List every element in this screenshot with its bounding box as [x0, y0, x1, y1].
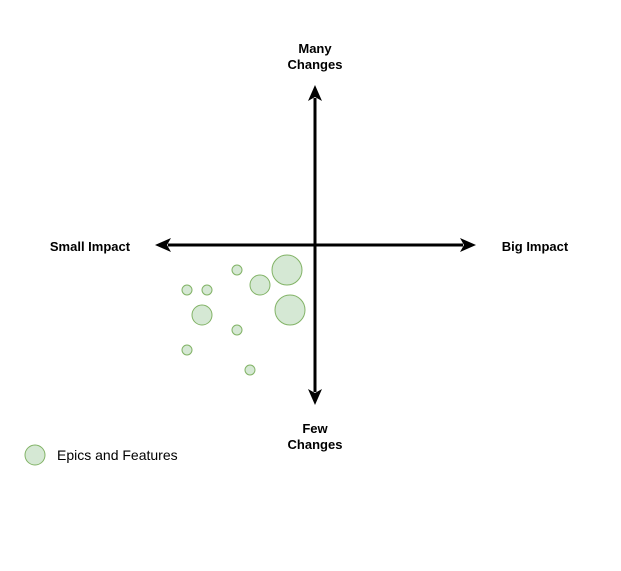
legend-label: Epics and Features [57, 447, 178, 463]
down-arrowhead [308, 389, 322, 405]
bubble[interactable] [191, 304, 213, 326]
bubble[interactable] [244, 364, 256, 376]
right-axis-label: Big Impact [502, 239, 569, 254]
bubble[interactable] [181, 284, 193, 296]
top-axis-label-line1: Many [298, 41, 332, 56]
left-axis-label: Small Impact [50, 239, 131, 254]
legend-swatch [24, 444, 46, 466]
bubble[interactable] [274, 294, 306, 326]
bottom-axis-label-line1: Few [302, 421, 328, 436]
bubble-group [181, 254, 306, 376]
vertical-axis [308, 85, 322, 405]
bottom-axis-label-line2: Changes [288, 437, 343, 452]
bubble[interactable] [231, 324, 243, 336]
left-arrowhead [155, 238, 171, 252]
top-axis-label-line2: Changes [288, 57, 343, 72]
bubble[interactable] [231, 264, 243, 276]
bubble[interactable] [271, 254, 303, 286]
right-arrowhead [460, 238, 476, 252]
legend: Epics and Features [24, 444, 178, 466]
bubble[interactable] [181, 344, 193, 356]
bubble[interactable] [249, 274, 271, 296]
up-arrowhead [308, 85, 322, 101]
bubble[interactable] [201, 284, 213, 296]
